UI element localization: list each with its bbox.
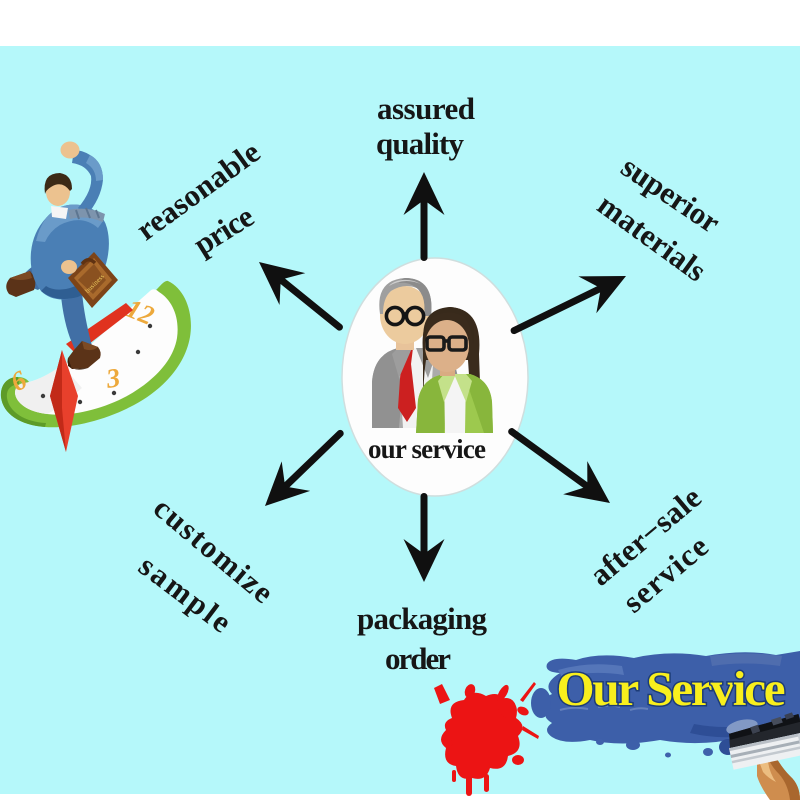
svg-text:assured: assured [377,91,475,126]
svg-text:quality: quality [376,126,465,161]
svg-text:Our Service: Our Service [557,661,786,716]
svg-text:packaging: packaging [357,601,488,636]
svg-text:order: order [385,641,451,676]
svg-text:our service: our service [368,434,486,464]
svg-text:3: 3 [103,362,122,394]
